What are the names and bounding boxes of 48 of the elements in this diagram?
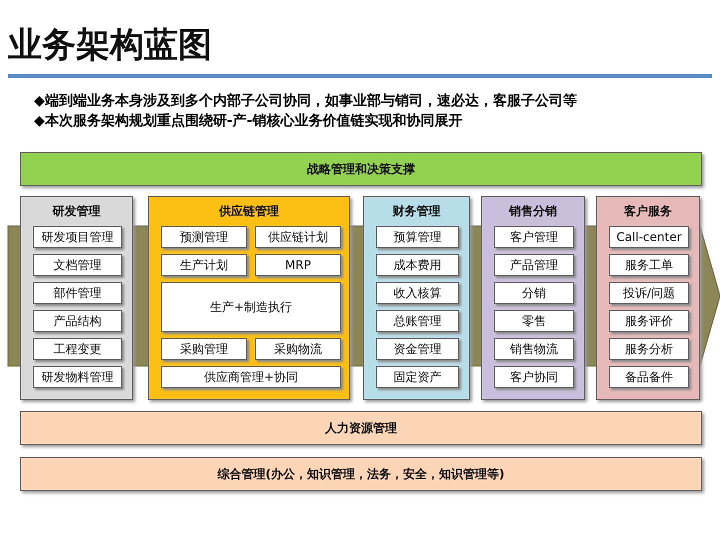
- function-box: 预算管理: [376, 226, 459, 248]
- function-box: 收入核算: [376, 282, 459, 304]
- function-box: 生产计划: [161, 254, 247, 276]
- category-panel: [363, 196, 470, 400]
- panel-heading: 财务管理: [392, 203, 440, 220]
- function-box: 服务工单: [609, 254, 689, 276]
- layer-band: 人力资源管理: [20, 411, 702, 445]
- function-box: 客户协同: [494, 366, 574, 388]
- category-panel: [596, 196, 700, 400]
- function-box: 预测管理: [161, 226, 247, 248]
- function-box: 服务分析: [609, 338, 689, 360]
- category-panel: [20, 196, 133, 400]
- panel-heading: 销售分销: [509, 203, 557, 220]
- bullet-note: ◆端到端业务本身涉及到多个内部子公司协同，如事业部与销司，速必达，客服子公司等: [34, 92, 577, 110]
- function-box: 采购管理: [161, 338, 247, 360]
- function-box: 分销: [494, 282, 574, 304]
- function-box: 生产+制造执行: [161, 282, 341, 332]
- category-panel: [148, 196, 350, 400]
- function-box: Call-center: [609, 226, 689, 248]
- function-box: 文档管理: [33, 254, 122, 276]
- function-box: 工程变更: [33, 338, 122, 360]
- function-box: 零售: [494, 310, 574, 332]
- function-box: 供应链计划: [255, 226, 341, 248]
- function-box: 销售物流: [494, 338, 574, 360]
- bullet-note: ◆本次服务架构规划重点围绕研-产-销核心业务价值链实现和协同展开: [34, 112, 462, 130]
- function-box: 投诉/问题: [609, 282, 689, 304]
- layer-band: 战略管理和决策支撑: [20, 152, 702, 186]
- function-box: 成本费用: [376, 254, 459, 276]
- function-box: 产品结构: [33, 310, 122, 332]
- function-box: MRP: [255, 254, 341, 276]
- layer-band: 综合管理(办公，知识管理，法务，安全，知识管理等): [20, 457, 702, 491]
- function-box: 部件管理: [33, 282, 122, 304]
- function-box: 采购物流: [255, 338, 341, 360]
- function-box: 总账管理: [376, 310, 459, 332]
- panel-heading: 供应链管理: [219, 203, 279, 220]
- category-panel: [481, 196, 585, 400]
- page-title: 业务架构蓝图: [8, 24, 212, 67]
- panel-heading: 研发管理: [52, 203, 100, 220]
- panel-heading: 客户服务: [624, 203, 672, 220]
- function-box: 产品管理: [494, 254, 574, 276]
- function-box: 备品备件: [609, 366, 689, 388]
- function-box: 研发物料管理: [33, 366, 122, 388]
- function-box: 供应商管理+协同: [161, 366, 341, 388]
- function-box: 服务评价: [609, 310, 689, 332]
- function-box: 客户管理: [494, 226, 574, 248]
- function-box: 固定资产: [376, 366, 459, 388]
- function-box: 研发项目管理: [33, 226, 122, 248]
- function-box: 资金管理: [376, 338, 459, 360]
